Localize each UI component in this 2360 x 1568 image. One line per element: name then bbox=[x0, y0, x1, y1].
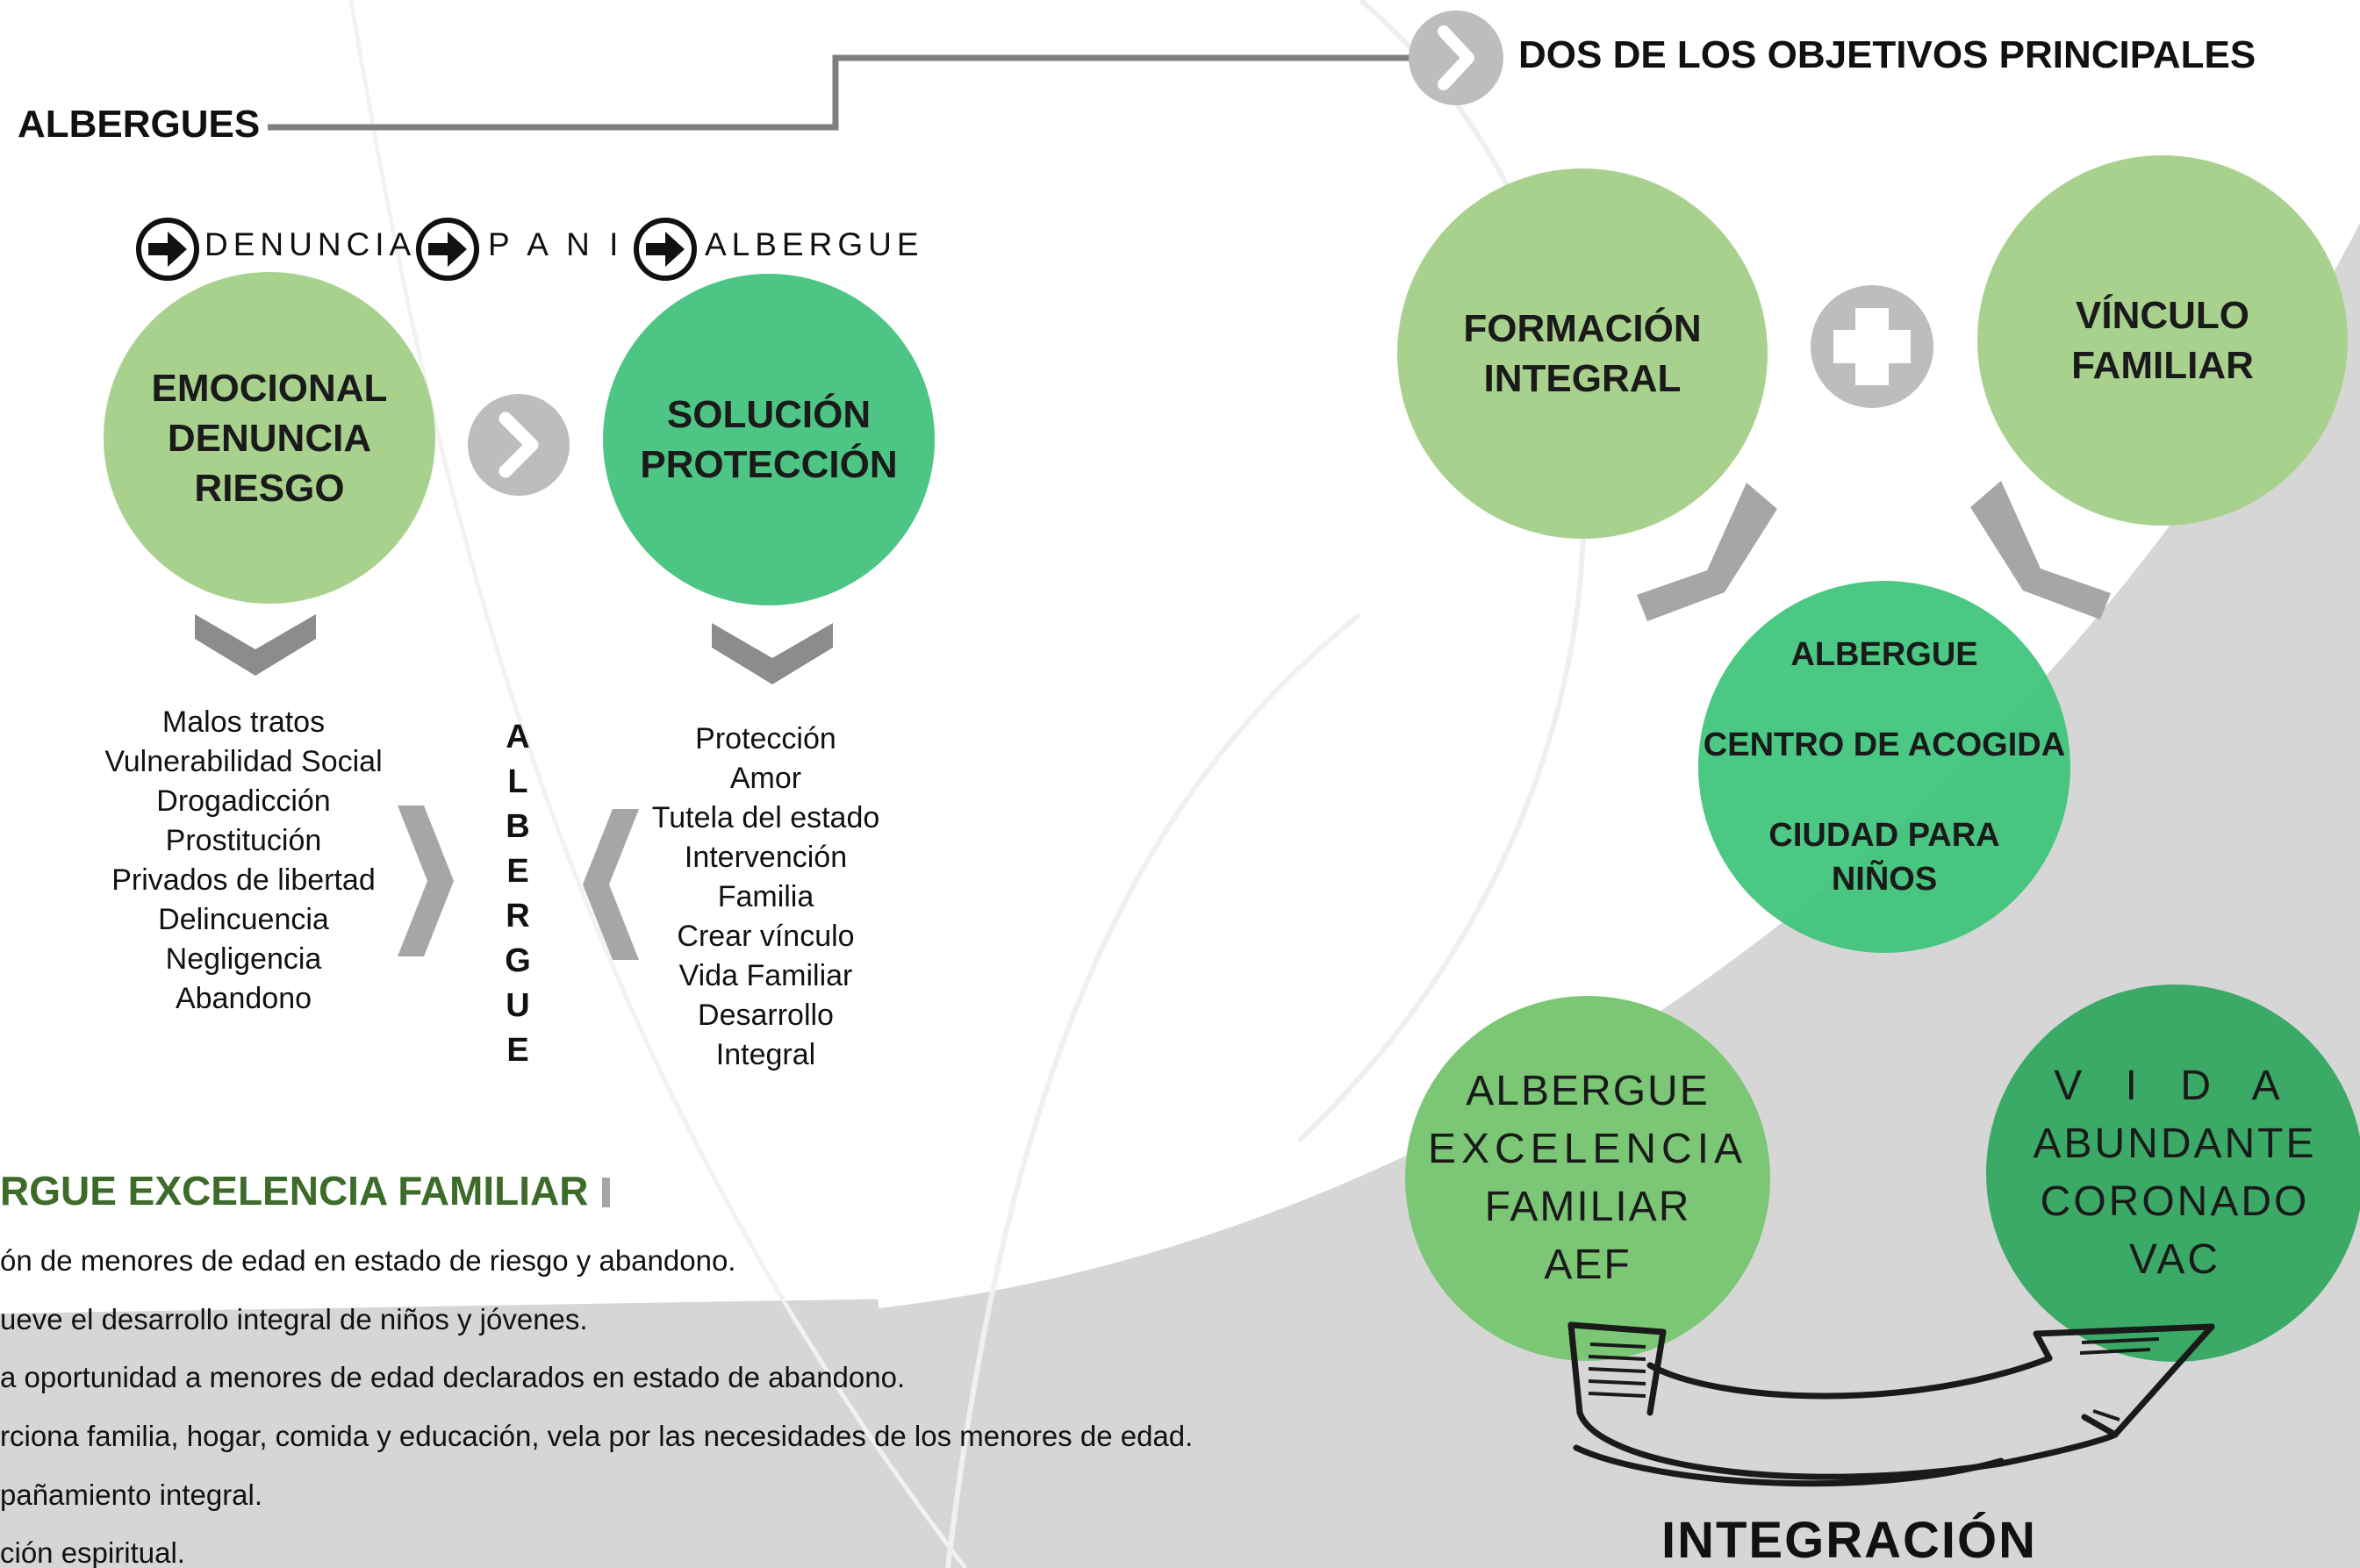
bullet-item: pañamiento integral. bbox=[0, 1479, 263, 1511]
vertical-word-albergue: A L B E R G U E bbox=[505, 719, 531, 1069]
circle-aef: ALBERGUE EXCELENCIA FAMILIAR AEF bbox=[1405, 996, 1770, 1361]
chevron-down-icon bbox=[712, 623, 833, 684]
albergues-label: ALBERGUES bbox=[18, 103, 261, 146]
decorative-arc bbox=[1296, 0, 1587, 1143]
chevron-right-icon bbox=[398, 805, 454, 956]
protection-list: Protección Amor Tutela del estado Interv… bbox=[632, 720, 900, 1075]
objectives-title: DOS DE LOS OBJETIVOS PRINCIPALES bbox=[1518, 33, 2256, 76]
list-item: Prostitución bbox=[165, 824, 322, 857]
plus-icon bbox=[1811, 285, 1933, 408]
hand-drawn-arrow-icon bbox=[1567, 1321, 2215, 1487]
header-connector-line bbox=[268, 54, 1410, 131]
gray-background-shape bbox=[0, 211, 2360, 1568]
list-item: Tutela del estado bbox=[651, 801, 880, 834]
chevron-left-icon bbox=[583, 809, 639, 960]
bullet-item: ón de menores de edad en estado de riesg… bbox=[0, 1244, 736, 1277]
circle-vac: V I D A ABUNDANTE CORONADO VAC bbox=[1986, 984, 2360, 1362]
bullet-item: ción espiritual. bbox=[0, 1536, 185, 1568]
chevron-right-icon bbox=[1409, 11, 1503, 105]
circle-albergue-center: ALBERGUE CENTRO DE ACOGIDA CIUDAD PARA N… bbox=[1698, 581, 2070, 953]
list-item: Crear vínculo bbox=[677, 920, 855, 953]
list-item: Privados de libertad bbox=[111, 863, 376, 897]
bullet-item: a oportunidad a menores de edad declarad… bbox=[0, 1361, 906, 1393]
list-item: Familia bbox=[717, 880, 814, 913]
step-pani: P A N I bbox=[488, 226, 624, 262]
list-item: Integral bbox=[715, 1038, 816, 1071]
list-item: Desarrollo bbox=[698, 999, 834, 1032]
chevron-down-icon bbox=[1637, 483, 1777, 621]
chevron-down-icon bbox=[195, 614, 316, 676]
chevron-right-icon bbox=[468, 394, 570, 496]
list-item: Negligencia bbox=[165, 942, 322, 976]
bullet-item: rciona familia, hogar, comida y educació… bbox=[0, 1420, 1194, 1452]
arrow-right-icon bbox=[634, 218, 697, 281]
circle-emocional: EMOCIONAL DENUNCIA RIESGO bbox=[104, 272, 435, 604]
arrow-right-icon bbox=[416, 218, 479, 281]
aef-section-title: RGUE EXCELENCIA FAMILIAR bbox=[0, 1167, 611, 1214]
list-item: Drogadicción bbox=[156, 784, 331, 818]
chevron-down-icon bbox=[1970, 481, 2111, 619]
list-item: Protección bbox=[695, 722, 836, 755]
arrow-right-icon bbox=[136, 218, 199, 281]
circle-solucion: SOLUCIÓN PROTECCIÓN bbox=[603, 274, 935, 605]
step-albergue: ALBERGUE bbox=[705, 226, 924, 262]
title-bar-icon bbox=[602, 1178, 611, 1207]
list-item: Vida Familiar bbox=[678, 959, 853, 992]
list-item: Vulnerabilidad Social bbox=[104, 745, 383, 778]
risks-list: Malos tratos Vulnerabilidad Social Droga… bbox=[75, 703, 412, 1019]
integration-label: INTEGRACIÓN bbox=[1661, 1512, 2037, 1568]
bullet-item: ueve el desarrollo integral de niños y j… bbox=[0, 1303, 588, 1335]
decorative-arc bbox=[348, 0, 967, 1568]
step-denuncia: DENUNCIA bbox=[204, 226, 417, 262]
circle-vinculo: VÍNCULO FAMILIAR bbox=[1977, 155, 2348, 526]
circle-formacion: FORMACIÓN INTEGRAL bbox=[1397, 168, 1768, 539]
list-item: Malos tratos bbox=[161, 705, 326, 739]
list-item: Intervención bbox=[684, 841, 848, 874]
list-item: Delincuencia bbox=[158, 903, 329, 936]
list-item: Amor bbox=[729, 762, 802, 795]
list-item: Abandono bbox=[175, 982, 312, 1015]
decorative-arc bbox=[945, 612, 1362, 1568]
